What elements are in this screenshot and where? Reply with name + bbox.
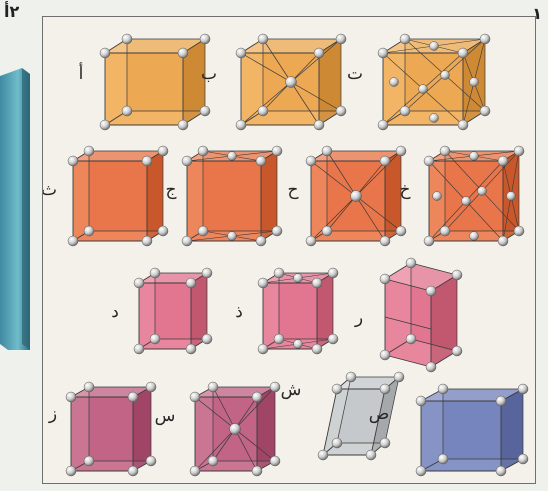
cell-label: خ [400,180,411,200]
figure-number-left: ٢أ [4,2,19,21]
cell-label: ب [201,64,217,84]
lattice-cell: س [155,382,280,476]
cell-label: ز [48,404,57,424]
side-slab-image [0,68,30,350]
lattice-cell: خ [400,146,524,246]
cell-label: ح [288,180,299,200]
lattice-cell: ذ [235,268,338,354]
cell-label: س [155,406,176,426]
cell-label: ث [43,180,57,200]
lattice-cell: ز [48,382,156,476]
lattice-cell: ت [347,34,490,130]
lattice-cell: ر [354,258,462,372]
cell-label: د [111,302,119,322]
cell-label: أ [79,62,84,84]
crystal-lattice-panel: أ ب ت ث ج ح خ د ذ ر ز س ش ص [42,16,536,484]
cell-label: ت [347,64,363,84]
lattice-cell: أ [79,34,210,130]
cell-label: ش [281,380,302,400]
cell-label: ر [354,308,363,328]
cell-label: ذ [235,302,243,322]
cell-label: ص [369,404,390,424]
lattice-cell: ث [43,146,168,246]
lattice-cell: د [111,268,212,354]
lattice-cell: ب [201,34,346,130]
lattice-cell: ج [166,146,282,246]
cell-label: ج [166,180,177,200]
bravais-lattices-figure: أ ب ت ث ج ح خ د ذ ر ز س ش ص [43,17,537,485]
lattice-cell: ح [288,146,406,246]
